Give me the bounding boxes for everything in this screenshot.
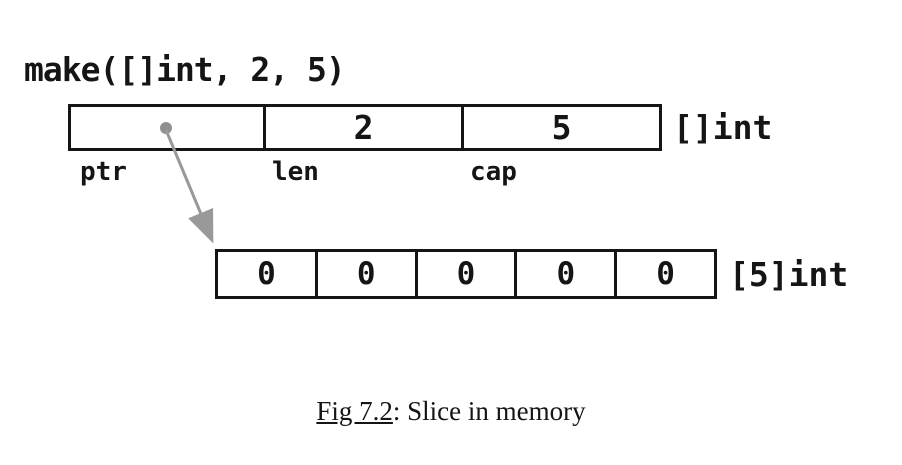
ptr-field-label: ptr: [80, 157, 127, 187]
slice-cell-cap: 5: [551, 108, 572, 147]
figure-reference: Fig 7.2: [316, 396, 393, 426]
slice-type-label: []int: [673, 108, 773, 147]
backing-array-box: 0 0 0 0 0: [215, 249, 717, 299]
figure-caption-text: : Slice in memory: [392, 396, 586, 426]
code-line: make([]int, 2, 5): [24, 50, 346, 89]
figure-caption: Fig 7.2: Slice in memory: [0, 396, 902, 427]
slice-header-box: 2 5: [68, 104, 662, 151]
cap-field-label: cap: [470, 157, 517, 187]
array-cell-4: 0: [656, 255, 675, 292]
slice-cell-ptr: [71, 107, 266, 148]
array-type-label: [5]int: [729, 255, 849, 294]
slice-cell-len: 2: [266, 107, 464, 148]
array-cell-2: 0: [418, 252, 518, 296]
array-cell-3: 0: [517, 252, 618, 296]
array-cell-0: 0: [218, 252, 318, 296]
len-field-label: len: [272, 157, 319, 187]
array-cell-1: 0: [318, 252, 418, 296]
